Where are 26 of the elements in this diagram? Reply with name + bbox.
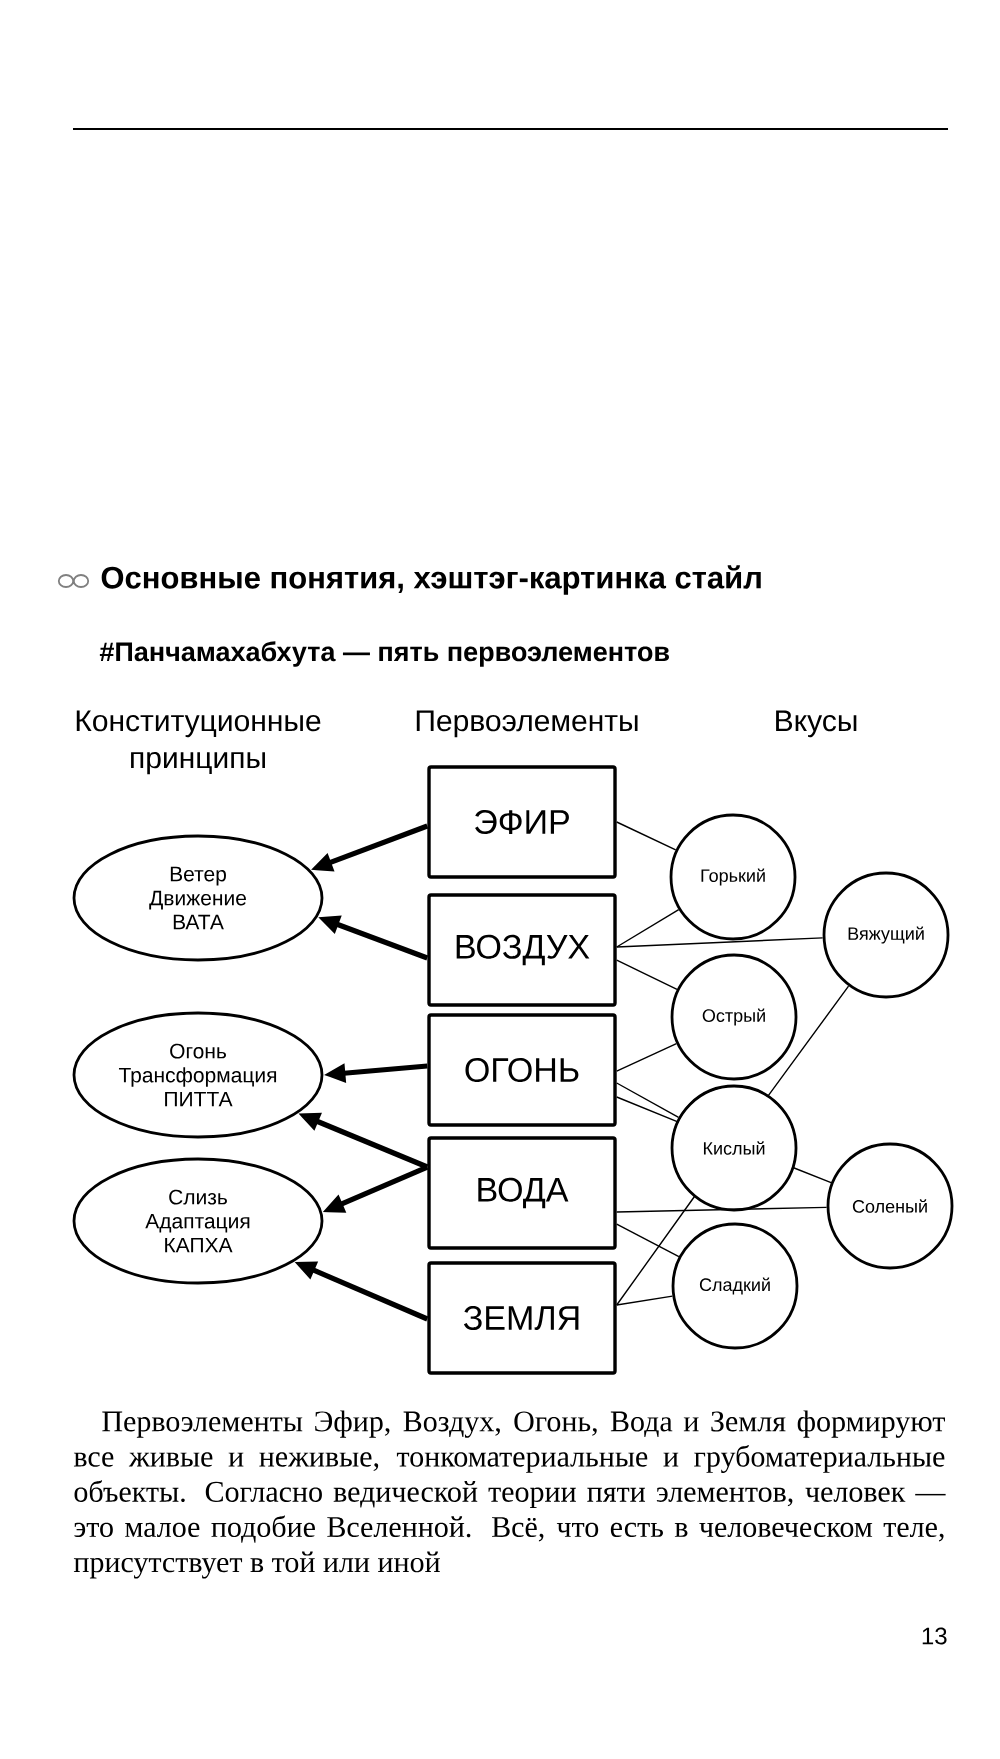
connector-line xyxy=(616,909,680,948)
element-box: ВОДА xyxy=(427,1136,617,1250)
element-box: ВОЗДУХ xyxy=(427,893,617,1007)
subheading: #Панчамахабхута — пять первоэлементов xyxy=(99,641,669,667)
column-heading: Вкусы xyxy=(776,710,857,738)
element-box: ЭФИР xyxy=(427,765,617,879)
heading: Основные понятия, хэштэг-картинка стайл xyxy=(101,565,761,595)
principle-oval: Огонь Трансформация ПИТТА xyxy=(72,1011,324,1139)
element-box: ЗЕМЛЯ xyxy=(427,1261,617,1375)
element-box: ОГОНЬ xyxy=(427,1013,617,1127)
connector-line xyxy=(616,1042,678,1072)
connector-line xyxy=(616,821,677,851)
body-paragraph: Первоэлементы Эфир, Воздух, Огонь, Вода и Земля формируют все живые и неживые, тонкоматериальные и грубоматериальные объекты. Согласно ведической теории пяти элементов, человек — это малое подобие Вселенной. Всё, что есть в человеческом теле, присутствует в той или иной xyxy=(73,1410,946,1579)
column-heading: Конституционные принципы xyxy=(76,710,321,775)
connector-line xyxy=(616,937,824,948)
connector-line xyxy=(616,1206,828,1213)
connector-line xyxy=(616,1082,680,1118)
connector-line xyxy=(616,1295,674,1306)
connector-line xyxy=(616,985,850,1306)
connector-line xyxy=(616,959,678,990)
connector-line xyxy=(616,1085,832,1184)
column-heading: Первоэлементы xyxy=(416,710,638,738)
connector-line xyxy=(616,1223,680,1258)
principle-oval: Ветер Движение ВАТА xyxy=(72,834,324,962)
page-number: 13 xyxy=(922,1627,947,1645)
principle-oval: Слизь Адаптация КАПХА xyxy=(72,1157,324,1285)
